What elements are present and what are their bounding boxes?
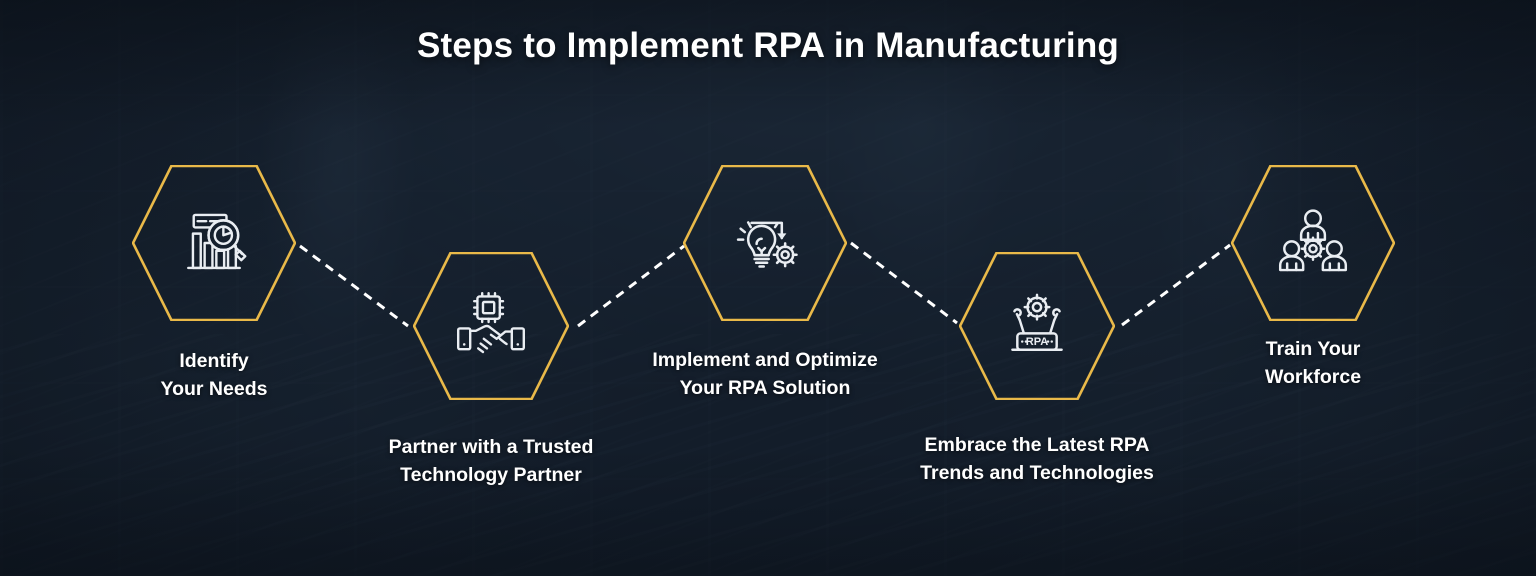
step-label-identify-your-needs: Identify Your Needs bbox=[160, 350, 268, 400]
hexagon-frame bbox=[413, 252, 569, 400]
hexagon-frame bbox=[1231, 165, 1395, 321]
step-label-implement-and-optimize-your-rpa-solution: Implement and Optimize Your RPA Solution bbox=[652, 349, 878, 399]
team-gear-icon bbox=[1231, 165, 1395, 321]
analytics-search-icon bbox=[132, 165, 296, 321]
connector-1-2 bbox=[299, 244, 409, 328]
lightbulb-gear-icon bbox=[683, 165, 847, 321]
page-title: Steps to Implement RPA in Manufacturing bbox=[416, 26, 1119, 65]
connector-4-5 bbox=[1121, 243, 1231, 327]
hexagon-frame bbox=[132, 165, 296, 321]
connector-3-4 bbox=[850, 241, 958, 325]
handshake-chip-icon bbox=[413, 252, 569, 400]
connector-2-3 bbox=[577, 244, 685, 328]
step-label-partner-with-a-trusted-technology-partner: Partner with a Trusted Technology Partne… bbox=[388, 436, 594, 486]
hexagon-frame bbox=[683, 165, 847, 321]
rpa-robot-icon: RPA bbox=[959, 252, 1115, 400]
hexagon-frame bbox=[959, 252, 1115, 400]
svg-text:RPA: RPA bbox=[1026, 336, 1049, 348]
step-label-train-your-workforce: Train Your Workforce bbox=[1264, 338, 1362, 388]
step-label-embrace-the-latest-rpa-trends-and-technologies: Embrace the Latest RPA Trends and Techno… bbox=[920, 434, 1154, 484]
